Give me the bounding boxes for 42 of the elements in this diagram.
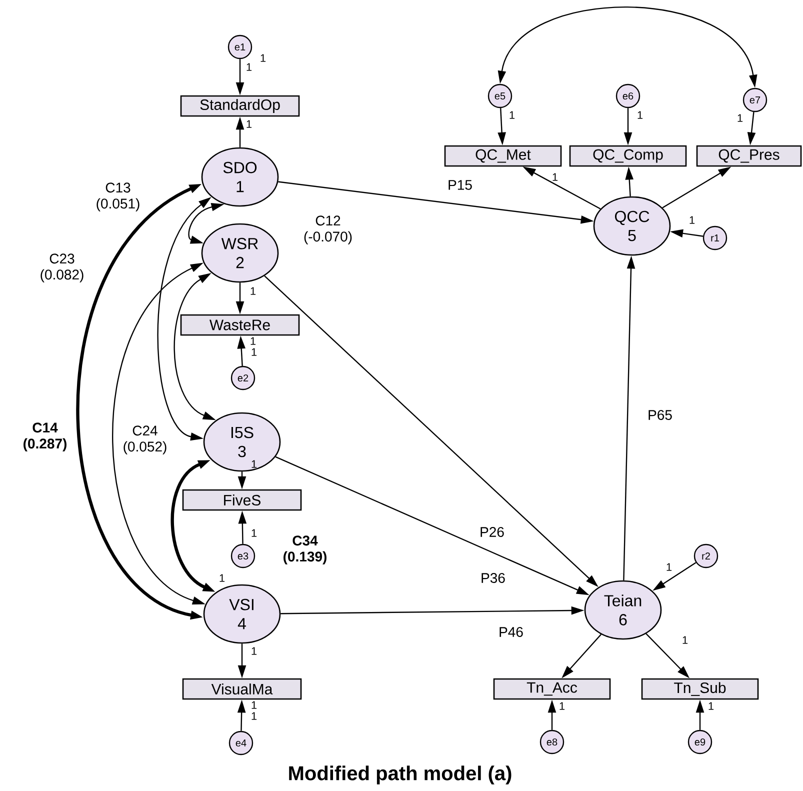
edge-label: P46 [500, 627, 523, 637]
edge-label: 1 [690, 216, 695, 224]
covariance-label: C23 (0.082) [40, 254, 84, 282]
variable-box: Tn_Acc [493, 678, 611, 700]
edge-label: P15 [448, 180, 472, 190]
edge-label: 1 [552, 173, 558, 181]
variable-box: Tn_Sub [641, 678, 759, 700]
edge-label: 1 [252, 460, 257, 468]
weight-label: 1 [220, 574, 225, 582]
variable-box: WasteRe [180, 314, 300, 336]
edge-label: 1 [246, 120, 252, 128]
edge-label: 1 [246, 63, 252, 71]
variable-box: FiveS [182, 489, 302, 511]
weight-label: 1 [252, 348, 257, 356]
variable-box: StandardOp [180, 95, 300, 117]
edge-label: 1 [638, 111, 643, 119]
covariance-label: C24 (0.052) [124, 426, 166, 454]
covariance-label: C14 (0.287) [24, 422, 66, 452]
weight-label: 1 [252, 712, 257, 720]
covariance-label: C13 (0.051) [96, 182, 140, 212]
edge-label: 1 [510, 111, 515, 119]
edge-label: P65 [648, 410, 672, 420]
variable-box: VisualMa [182, 678, 302, 700]
edge-label: 1 [738, 114, 743, 122]
edge-label: 1 [682, 636, 688, 644]
edge-label: 1 [666, 563, 672, 571]
title: Modified path model (a) [289, 766, 512, 784]
edge-label: 1 [250, 287, 256, 295]
edge-label: 1 [708, 702, 714, 710]
edge-label: P26 [480, 527, 504, 537]
edge-label: 1 [252, 529, 257, 537]
variable-box: QC_Pres [696, 145, 802, 167]
variable-box: QC_Comp [569, 145, 687, 167]
covariance-label: C34 (0.139) [284, 536, 326, 564]
covariance-label: C12 (-0.070) [304, 216, 352, 244]
edge-label: 1 [250, 337, 256, 345]
weight-label: 1 [260, 54, 266, 62]
variable-box: QC_Met [444, 145, 562, 167]
edge-label: P36 [482, 573, 505, 583]
edge-label: 1 [252, 701, 257, 709]
edge-label: 1 [560, 702, 565, 710]
edge-label: 1 [252, 647, 257, 655]
